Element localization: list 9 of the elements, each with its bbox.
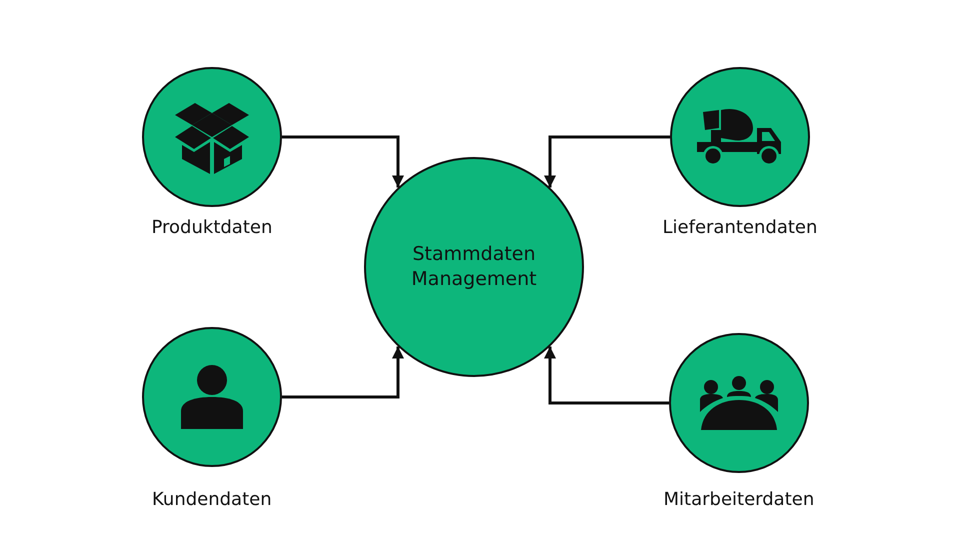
node-label: Lieferantendaten	[662, 217, 818, 239]
arrow	[282, 346, 404, 398]
node-label: Kundendaten	[152, 489, 272, 511]
arrow	[544, 136, 670, 188]
node-label: Produktdaten	[152, 217, 272, 239]
node-label: Mitarbeiterdaten	[664, 489, 814, 511]
arrow	[544, 346, 669, 404]
arrow	[282, 136, 404, 188]
node-label: Stammdaten Management	[410, 242, 538, 292]
